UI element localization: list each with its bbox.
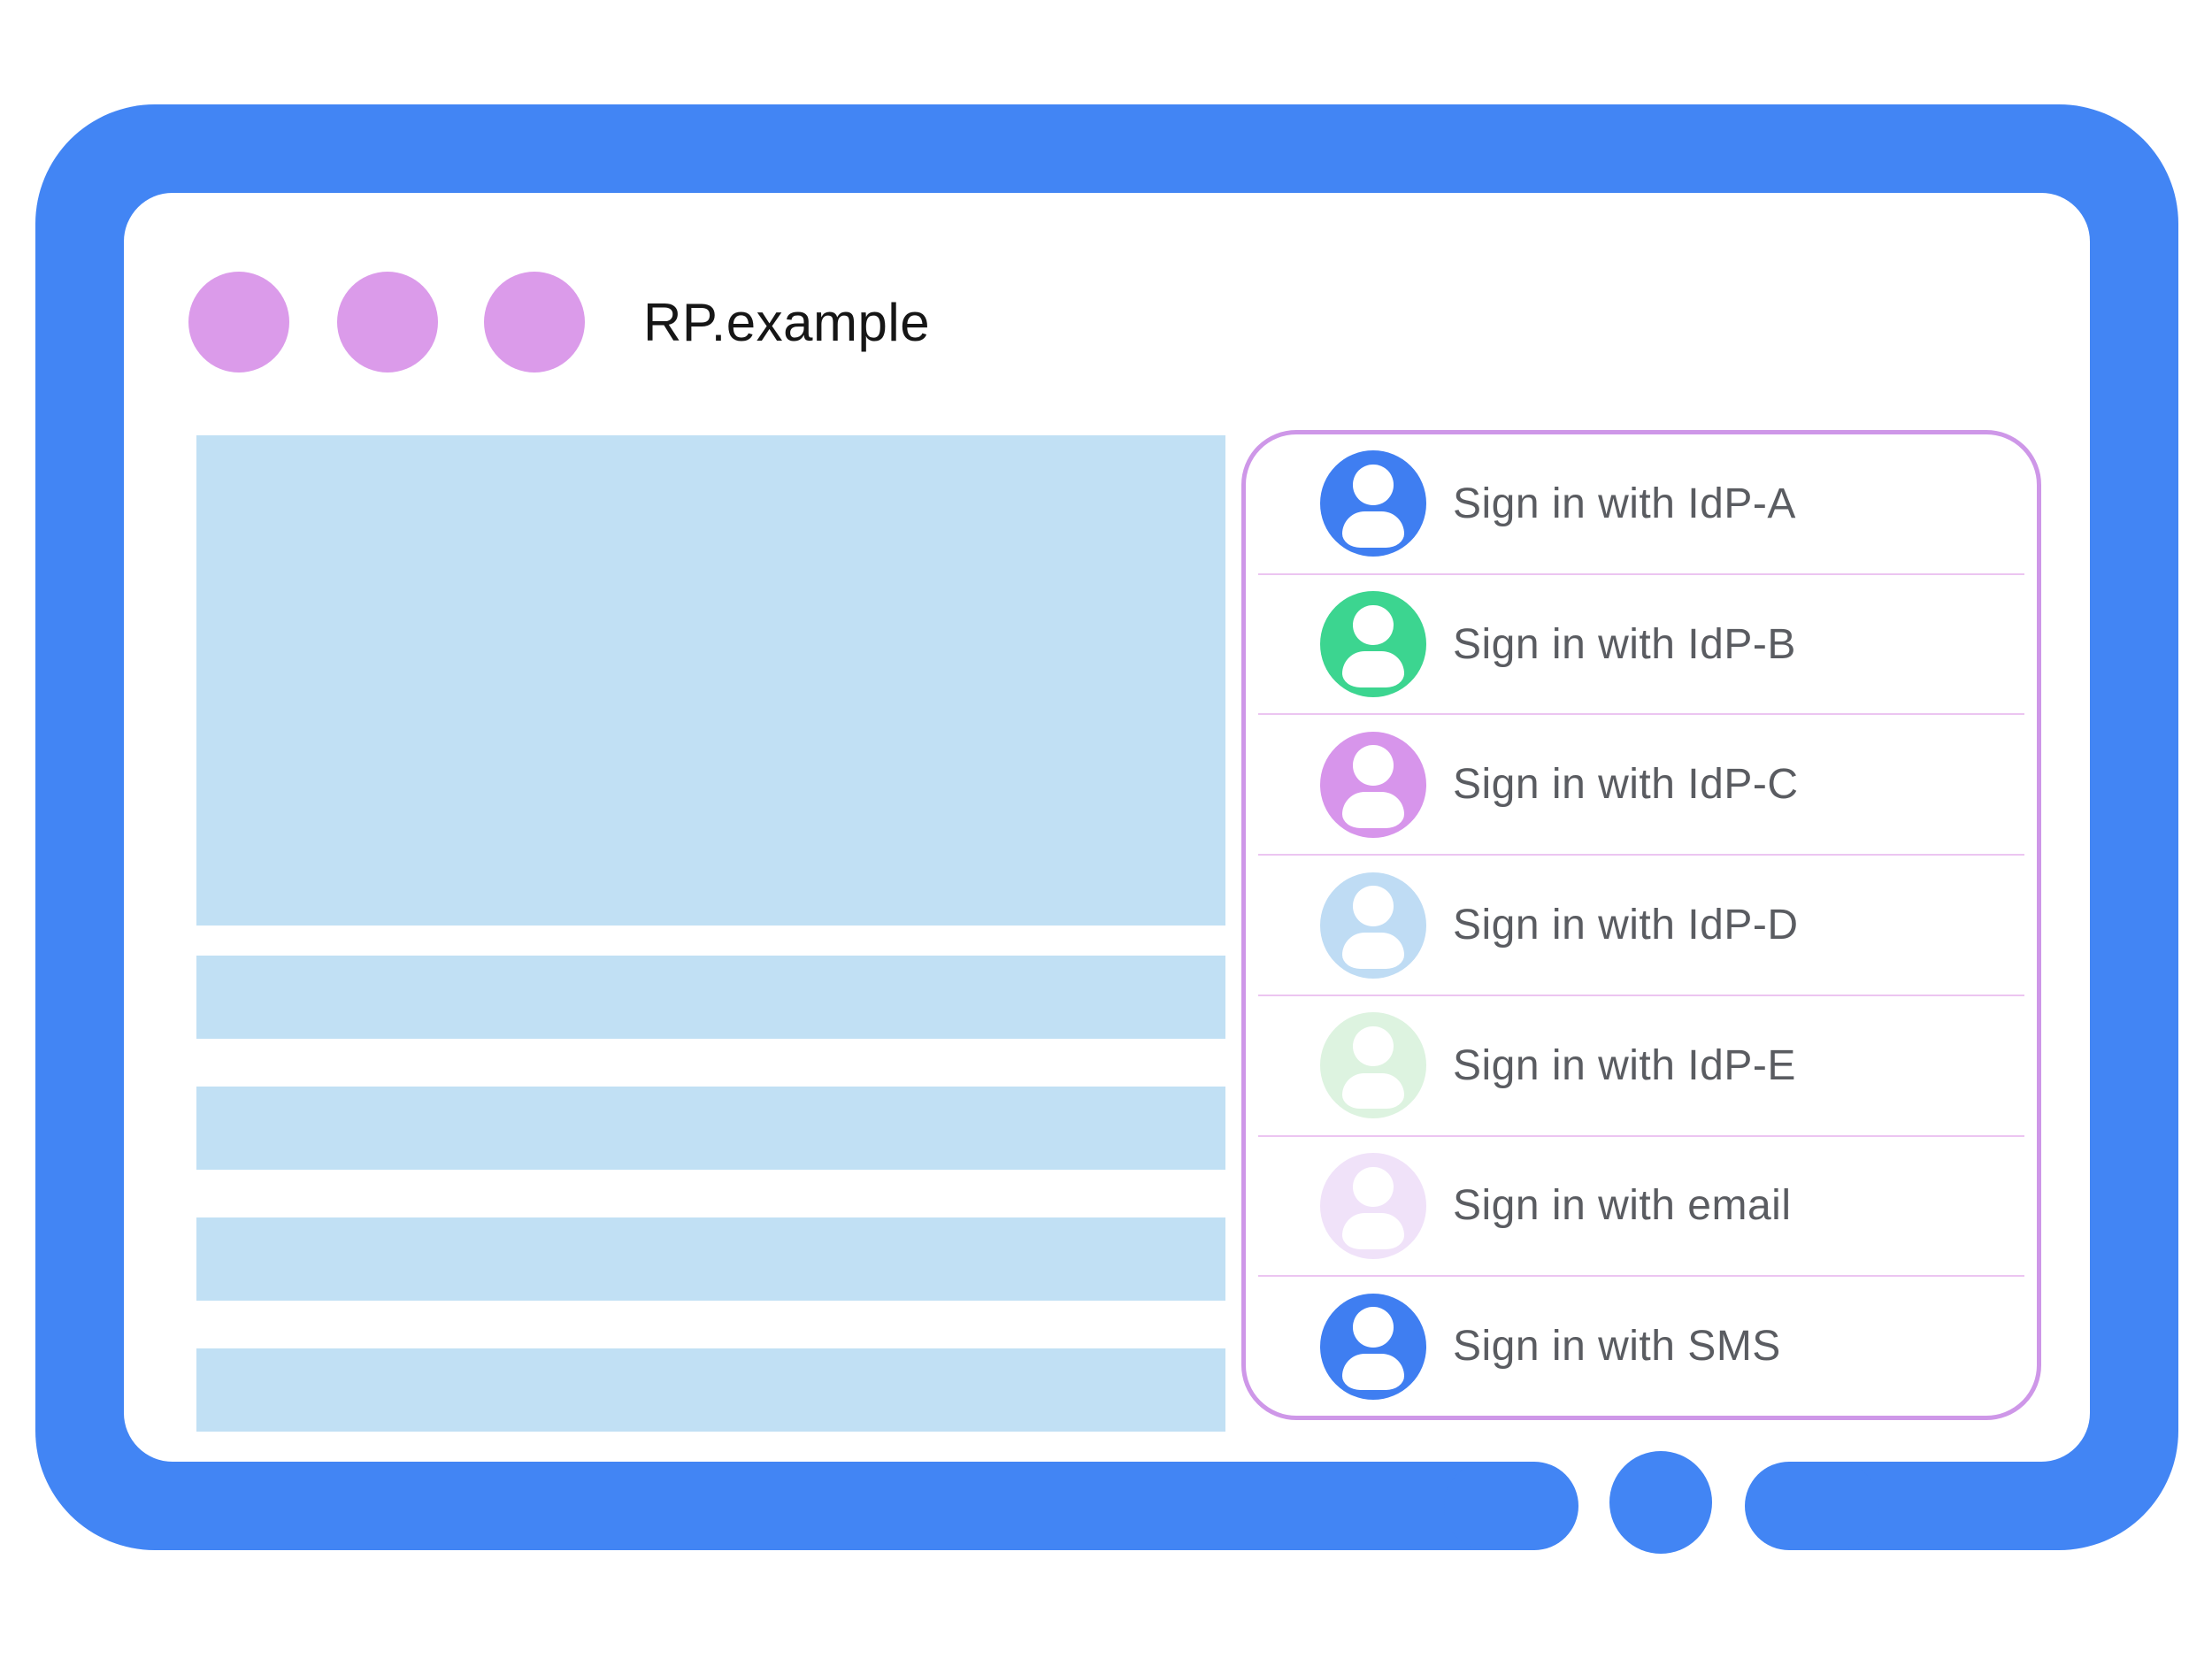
person-icon [1320, 1012, 1426, 1119]
person-icon [1320, 731, 1426, 838]
signin-option-label: Sign in with IdP-D [1453, 902, 1799, 949]
signin-option-label: Sign in with IdP-C [1453, 761, 1799, 809]
frame-bar-end-right [1745, 1462, 1879, 1550]
content-placeholder-bar [196, 1087, 1225, 1170]
signin-option-label: Sign in with IdP-B [1453, 620, 1796, 668]
signin-panel: Sign in with IdP-A Sign in with IdP-B Si… [1241, 430, 2041, 1420]
content-placeholder-bar [196, 956, 1225, 1039]
content-placeholder-bar [196, 1217, 1225, 1301]
panel-divider [1258, 713, 2024, 716]
person-icon [1320, 1152, 1426, 1259]
signin-option-label: Sign in with IdP-A [1453, 480, 1796, 527]
page-title: RP.example [643, 293, 931, 352]
panel-divider [1258, 572, 2024, 575]
content-placeholder-hero [196, 435, 1225, 926]
signin-option-label: Sign in with IdP-E [1453, 1041, 1796, 1089]
person-icon [1320, 450, 1426, 557]
person-icon [1320, 591, 1426, 698]
panel-divider [1258, 994, 2024, 996]
signin-option-label: Sign in with email [1453, 1182, 1792, 1230]
signin-option-email[interactable]: Sign in with email [1246, 1137, 2037, 1276]
window-control-dot [484, 272, 585, 373]
frame-bar-end-left [1444, 1462, 1578, 1550]
signin-option-sms[interactable]: Sign in with SMS [1246, 1277, 2037, 1416]
home-button-circle [1609, 1451, 1712, 1554]
signin-option-idp-a[interactable]: Sign in with IdP-A [1246, 434, 2037, 573]
content-placeholder-bar [196, 1348, 1225, 1432]
person-icon [1320, 872, 1426, 979]
signin-option-idp-d[interactable]: Sign in with IdP-D [1246, 856, 2037, 995]
signin-option-idp-c[interactable]: Sign in with IdP-C [1246, 715, 2037, 854]
window-control-dot [337, 272, 438, 373]
panel-divider [1258, 1275, 2024, 1278]
panel-divider [1258, 1134, 2024, 1137]
signin-option-label: Sign in with SMS [1453, 1323, 1781, 1371]
window-control-dot [188, 272, 289, 373]
signin-option-idp-b[interactable]: Sign in with IdP-B [1246, 575, 2037, 714]
panel-divider [1258, 854, 2024, 856]
person-icon [1320, 1293, 1426, 1400]
signin-option-idp-e[interactable]: Sign in with IdP-E [1246, 996, 2037, 1135]
